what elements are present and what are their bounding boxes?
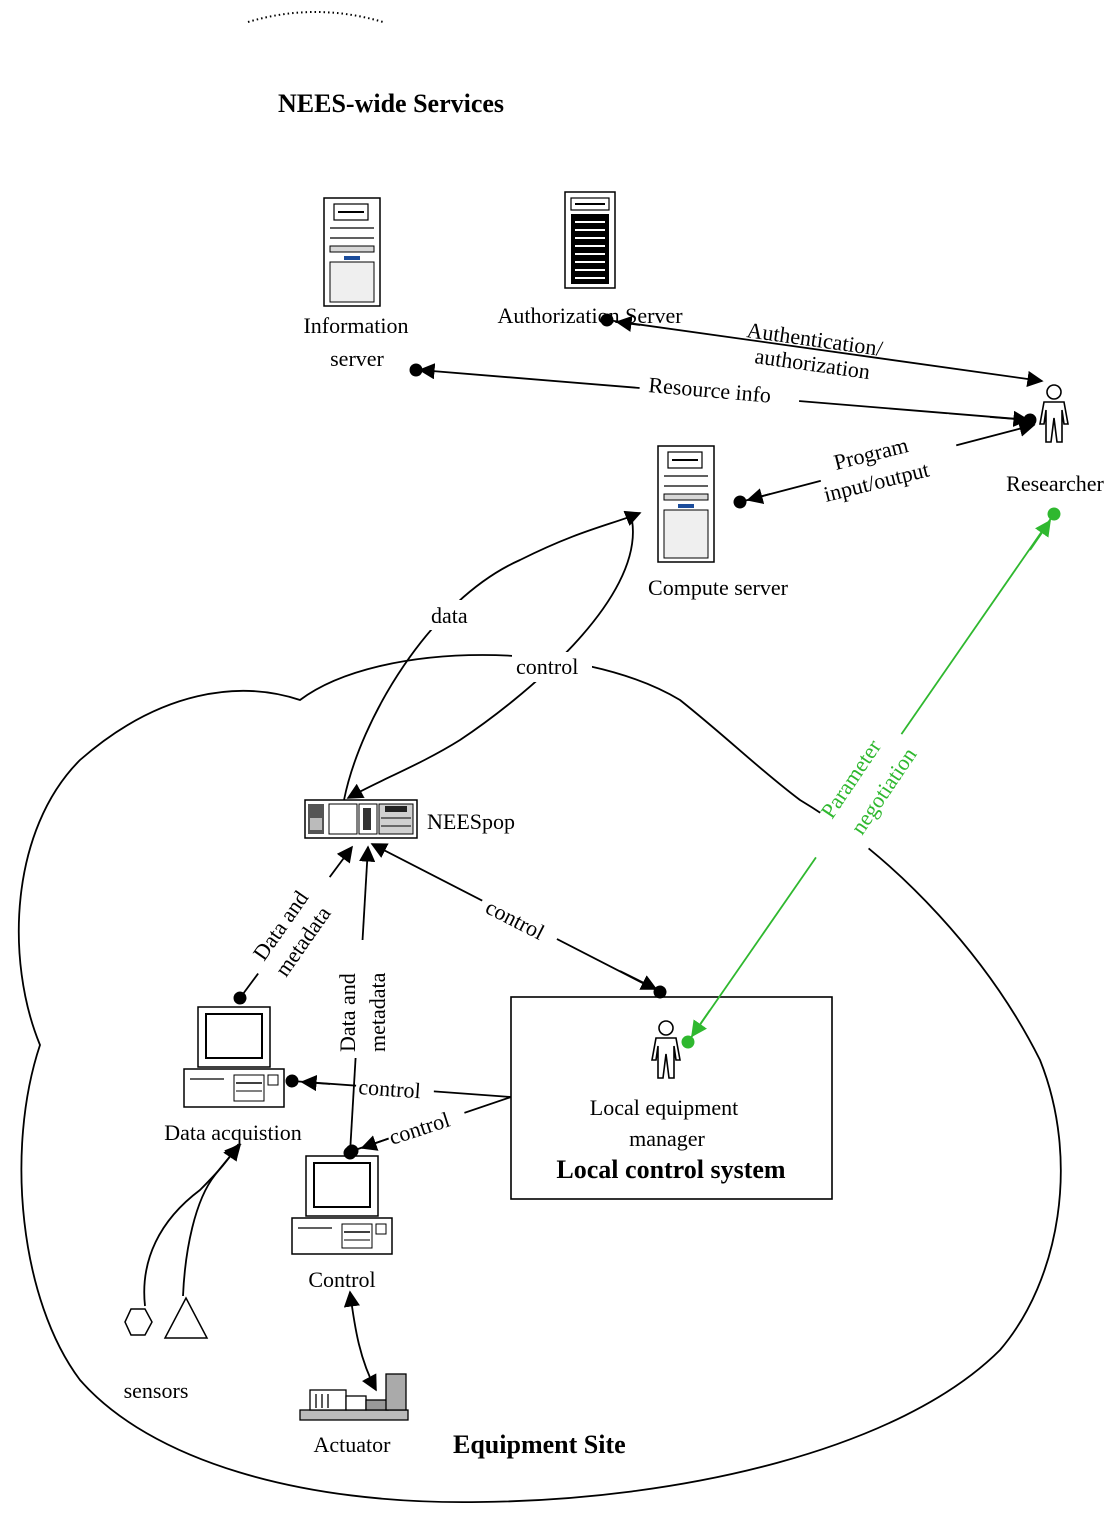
compute-server-icon — [657, 445, 715, 563]
edge-parameter-negotiation-arrow-bottom — [691, 1009, 711, 1038]
edge-data-label: data — [431, 603, 468, 628]
title: NEES-wide Services — [278, 89, 504, 118]
researcher-label: Researcher — [1006, 471, 1104, 496]
equipment-site-label: Equipment Site — [453, 1430, 626, 1459]
edge-authentication-arrow-left — [615, 315, 641, 332]
actuator-icon — [299, 1373, 409, 1421]
local-equipment-manager-label-1: Local equipment — [590, 1095, 738, 1120]
data-acquisition-pc-icon — [183, 1006, 285, 1108]
edge-data-meta-daq-label-bg — [233, 857, 351, 991]
edge-control-top-label-bg — [512, 652, 592, 682]
authorization-server-icon — [564, 191, 616, 289]
sensor-hexagon-icon — [124, 1308, 153, 1336]
local-equipment-manager-label-2: manager — [629, 1126, 705, 1151]
edge-program-io-label-bg — [812, 413, 964, 509]
edge-parameter-negotiation-label-bg — [798, 721, 932, 879]
neespop-label: NEESpop — [427, 809, 515, 834]
information-server-icon — [323, 197, 381, 307]
edge-sensor-triangle — [182, 1143, 242, 1297]
edge-parameter-negotiation-arrow-top — [1029, 519, 1051, 551]
decorative-dotted-arc — [247, 11, 384, 23]
edge-control-top — [346, 519, 634, 799]
edge-control-daq-arrow — [300, 1074, 331, 1092]
edge-data-label-bg — [428, 600, 480, 630]
neespop-icon — [304, 799, 418, 839]
edge-control-top-label: control — [516, 654, 578, 679]
edge-control-daq-label-bg — [355, 1071, 435, 1105]
edge-data-meta-ctrl-label-1: Data and — [335, 973, 360, 1052]
edge-resource-info-end-arrow — [989, 410, 1030, 427]
edge-actuator — [343, 1290, 377, 1392]
edge-data-meta-ctrl-label-2: metadata — [365, 972, 390, 1052]
edge-data — [343, 510, 642, 801]
information-server-label-2: server — [330, 346, 384, 371]
authorization-server-label: Authorization Server — [497, 303, 683, 328]
edge-data-meta-ctrl-label-bg — [332, 940, 394, 1058]
sensors-label: sensors — [124, 1378, 189, 1403]
edge-control-local-end-arrow — [619, 970, 658, 990]
edge-resource-info-label-bg — [638, 363, 802, 411]
control-pc-icon — [291, 1155, 393, 1255]
edge-program-io-start-arrow — [746, 488, 771, 504]
information-server-label-1: Information — [303, 313, 408, 338]
local-equipment-manager-icon — [651, 1020, 681, 1079]
actuator-label: Actuator — [314, 1432, 392, 1457]
compute-server-label: Compute server — [648, 575, 789, 600]
sensor-triangle-icon — [163, 1296, 209, 1339]
data-acquisition-label: Data acquistion — [164, 1120, 301, 1145]
local-control-system-label: Local control system — [556, 1155, 785, 1184]
control-label: Control — [308, 1267, 375, 1292]
edge-control-ctrl-arrow — [360, 1135, 391, 1151]
edge-sensor-hexagon — [143, 1143, 239, 1307]
edge-control-local-label-bg — [475, 886, 565, 952]
researcher-icon — [1039, 384, 1069, 443]
edge-control-daq-label: control — [358, 1074, 422, 1103]
edge-control-ctrl-label-bg — [383, 1098, 469, 1150]
